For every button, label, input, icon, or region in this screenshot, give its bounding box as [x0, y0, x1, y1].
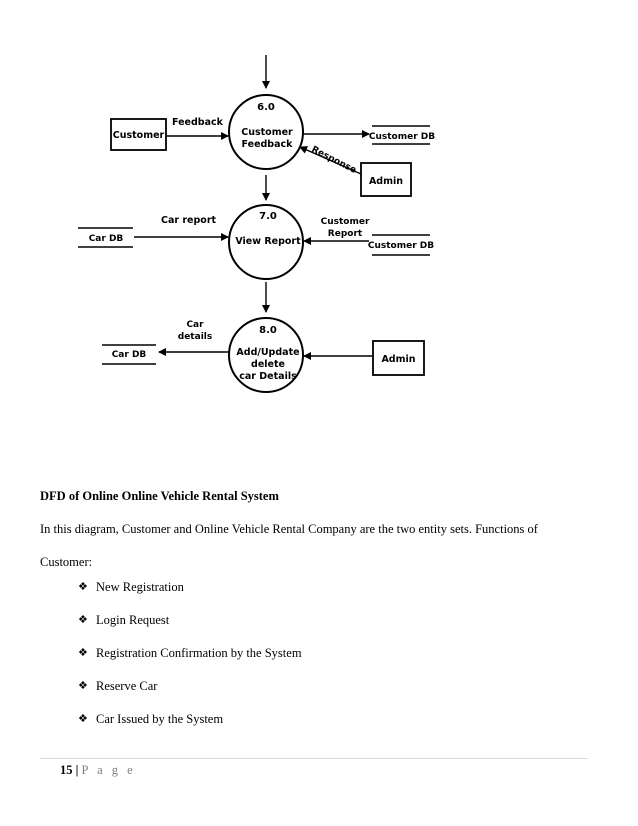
customer-functions-list: ❖ New Registration ❖ Login Request ❖ Regist… [78, 580, 302, 745]
flow-car-details-label-2: details [178, 332, 212, 342]
diamond-bullet-icon: ❖ [78, 614, 88, 626]
entity-admin-bottom-box [372, 340, 425, 376]
footer-divider [40, 758, 588, 759]
entity-admin-top-box [360, 162, 412, 197]
process-8-label-1: Add/Update [236, 347, 299, 358]
list-item-label: New Registration [96, 580, 184, 594]
store-car-db-2-label: Car DB [112, 350, 147, 360]
diagram-caption: DFD of Online Online Vehicle Rental Syst… [40, 489, 279, 503]
store-customer-db-2-label: Customer DB [368, 241, 434, 251]
process-6-id: 6.0 [257, 102, 275, 113]
list-item: ❖ Car Issued by the System [78, 712, 302, 745]
flow-customer-report-label-2: Report [328, 229, 363, 239]
flow-feedback-label: Feedback [172, 117, 224, 128]
flow-car-details-label-1: Car [186, 320, 204, 330]
page-word: P a g e [81, 763, 136, 777]
process-7-id: 7.0 [259, 211, 277, 222]
list-item: ❖ New Registration [78, 580, 302, 613]
list-item: ❖ Registration Confirmation by the System [78, 646, 302, 679]
paragraph-line-2: Customer: [40, 555, 93, 569]
diamond-bullet-icon: ❖ [78, 713, 88, 725]
list-item-label: Login Request [96, 613, 170, 627]
list-item: ❖ Login Request [78, 613, 302, 646]
flow-response-label: Response [310, 145, 358, 176]
entity-admin-top-label: Admin [369, 176, 403, 187]
list-item: ❖ Reserve Car [78, 679, 302, 712]
entity-admin-bottom-label: Admin [381, 354, 415, 365]
process-7-label: View Report [235, 236, 301, 247]
list-item-label: Reserve Car [96, 679, 158, 693]
process-6-circle [228, 94, 304, 170]
process-6-label-1: Customer [241, 127, 293, 138]
diamond-bullet-icon: ❖ [78, 647, 88, 659]
store-car-db-1-label: Car DB [89, 234, 124, 244]
footer-separator: | [72, 763, 82, 777]
flow-car-report-label: Car report [161, 215, 217, 226]
process-8-id: 8.0 [259, 325, 277, 336]
store-customer-db-1-label: Customer DB [369, 132, 435, 142]
page-footer: 15 | P a g e [60, 763, 136, 778]
diamond-bullet-icon: ❖ [78, 680, 88, 692]
process-6-label-2: Feedback [242, 139, 294, 150]
diamond-bullet-icon: ❖ [78, 581, 88, 593]
entity-customer-box [110, 118, 167, 151]
entity-customer-label: Customer [113, 130, 165, 141]
flow-response-arrow [299, 146, 362, 175]
process-8-label-3: car Details [239, 371, 297, 382]
dfd-diagram: 6.0 Customer Feedback 7.0 View Report 8.… [78, 55, 435, 393]
process-8-label-2: delete [251, 359, 285, 370]
list-item-label: Car Issued by the System [96, 712, 224, 726]
page-number: 15 [60, 763, 73, 777]
paragraph-line-1: In this diagram, Customer and Online Veh… [40, 522, 538, 536]
list-item-label: Registration Confirmation by the System [96, 646, 302, 660]
flow-customer-report-label-1: Customer [321, 217, 370, 227]
